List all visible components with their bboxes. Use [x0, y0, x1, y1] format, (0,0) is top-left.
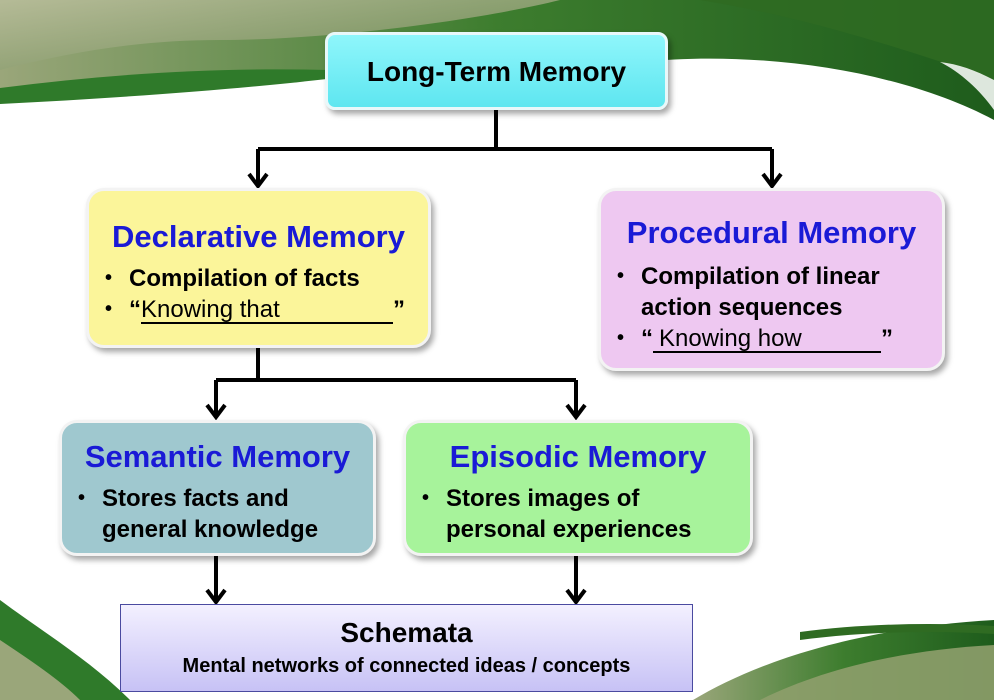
fill-in-blank-knowing-how: Knowing how [653, 327, 881, 353]
procedural-bullets: • Compilation of linear action sequences… [617, 261, 893, 354]
episodic-bullets: • Stores images of personal experiences [422, 483, 691, 545]
semantic-memory-title: Semantic Memory [84, 439, 351, 474]
declarative-memory-box: Declarative Memory • Compilation of fact… [86, 188, 431, 348]
bullet-dot: • [78, 487, 86, 509]
procedural-bullet-sequences: • Compilation of linear action sequences [617, 263, 880, 321]
declarative-bullet-knowing-that: • “Knowing that” [105, 296, 405, 324]
bullet-dot: • [105, 298, 113, 320]
episodic-bullet-images: • Stores images of personal experiences [422, 485, 692, 543]
fill-in-blank-knowing-that: Knowing that [141, 298, 393, 324]
bullet-dot: • [617, 265, 625, 287]
schemata-subtitle: Mental networks of connected ideas / con… [182, 655, 631, 677]
semantic-bullet-facts: • Stores facts and general knowledge [78, 485, 319, 543]
long-term-memory-box: Long-Term Memory [325, 32, 668, 110]
declarative-memory-title: Declarative Memory [112, 219, 405, 254]
bullet-dot: • [422, 487, 430, 509]
bullet-dot: • [617, 327, 625, 349]
semantic-memory-box: Semantic Memory • Stores facts and gener… [59, 420, 376, 556]
procedural-memory-box: Procedural Memory • Compilation of linea… [598, 188, 945, 371]
declarative-bullets: • Compilation of facts • “Knowing that” [105, 263, 405, 325]
episodic-memory-title: Episodic Memory [449, 439, 707, 474]
procedural-bullet-knowing-how: • “Knowing how” [617, 325, 893, 353]
schemata-title: Schemata [340, 617, 473, 648]
semantic-bullets: • Stores facts and general knowledge [78, 483, 318, 545]
bullet-dot: • [105, 267, 113, 289]
procedural-memory-title: Procedural Memory [626, 215, 917, 250]
long-term-memory-title: Long-Term Memory [366, 56, 627, 87]
episodic-memory-box: Episodic Memory • Stores images of perso… [403, 420, 753, 556]
schemata-box: Schemata Mental networks of connected id… [120, 604, 693, 692]
declarative-bullet-facts: • Compilation of facts [105, 265, 360, 292]
